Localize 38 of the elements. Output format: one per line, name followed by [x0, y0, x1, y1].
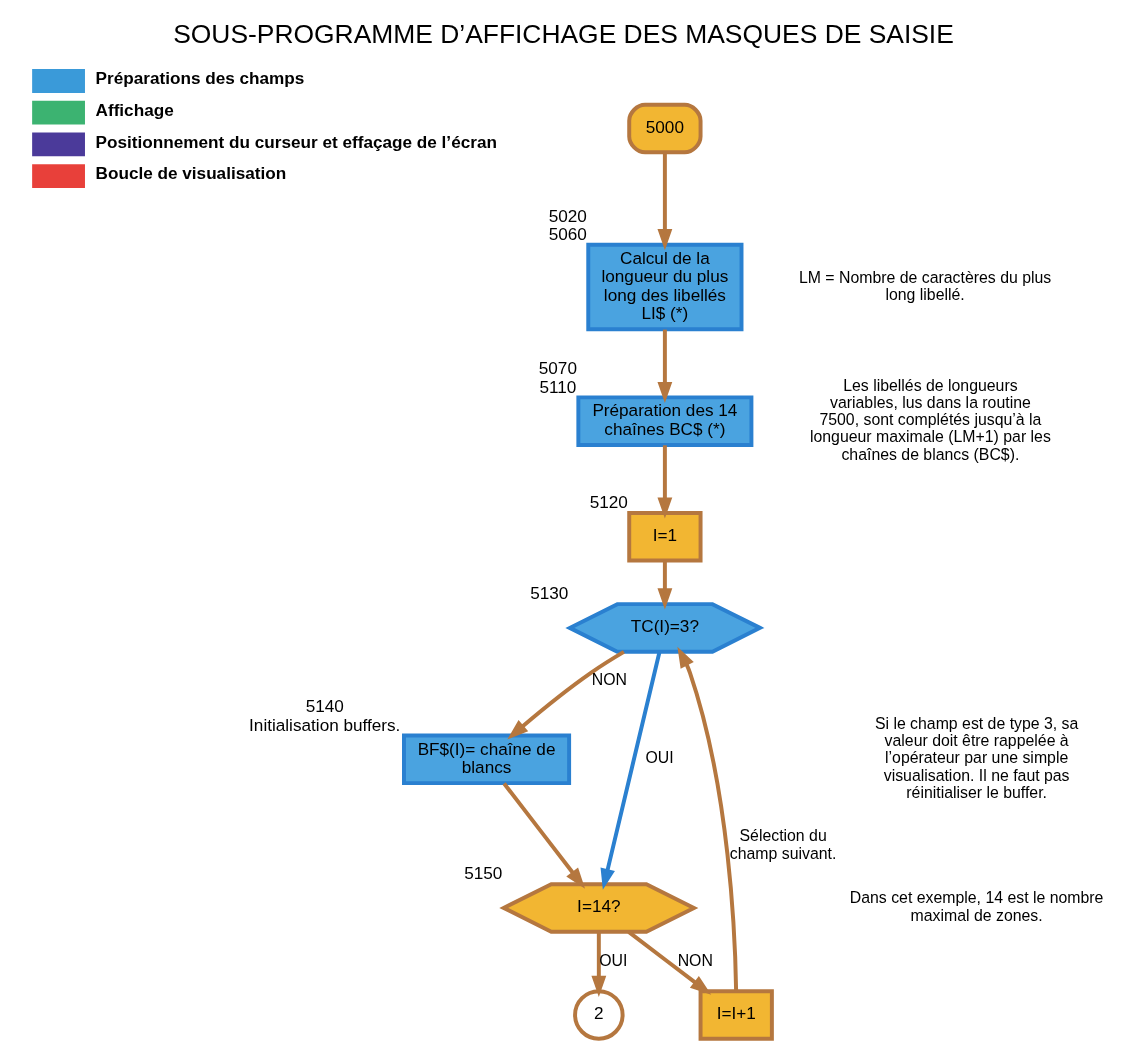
label: Dans cet exemple, 14 est le nombre maximal de zones.: [849, 888, 1104, 924]
arrow: [502, 781, 586, 889]
node-label: Initialisation buffers.: [249, 714, 401, 735]
node-label: 5150: [464, 862, 503, 883]
arrow: [657, 444, 673, 519]
legend-label: Affichage: [95, 99, 174, 120]
arrow: [657, 152, 673, 250]
node-box: Préparation des 14 chaînes BC$ (*): [576, 394, 754, 447]
edge-label: Sélection du champ suivant.: [729, 826, 837, 862]
node-label: 5110: [539, 376, 577, 397]
label: Les libellés de longueurs variables, lus dans la routine 7500, sont complétés jusqu’à la longueur maximale (LM+1) par les chaînes de blancs (BC$).: [809, 376, 1051, 463]
node-circle: 2: [573, 988, 625, 1041]
node-label: 5120: [589, 491, 628, 512]
legend-label: Préparations des champs: [95, 67, 305, 88]
node-label: 5130: [530, 582, 569, 603]
arrow: [657, 329, 673, 403]
diagram-title: SOUS-PROGRAMME D’AFFICHAGE DES MASQUES DE SAISIE: [173, 18, 954, 49]
node-box: BF$(I)= chaîne de blancs: [402, 733, 572, 785]
legend-label: Positionnement du curseur et effaçage de l’écran: [95, 131, 497, 152]
edge-label: OUI: [645, 748, 674, 766]
node-label: 5140: [305, 695, 344, 716]
arrow: [677, 646, 739, 991]
edge-label: NON: [677, 951, 713, 969]
edge-label: NON: [591, 670, 628, 688]
node-label: 5060: [548, 223, 587, 244]
node-box: Calcul de la longueur du plus long des libellés LI$ (*): [586, 242, 744, 331]
label: Si le champ est de type 3, sa valeur doit être rappelée à l’opérateur par une simple visualisation. Il ne faut pas réinitialiser le buffer.: [874, 714, 1079, 801]
arrow: [600, 650, 662, 890]
label: LM = Nombre de caractères du plus long libellé.: [798, 268, 1052, 303]
node-box: I=1: [627, 510, 703, 562]
arrow: [657, 560, 673, 610]
node-label: 5020: [548, 205, 587, 226]
legend-label: Boucle de visualisation: [95, 162, 287, 183]
arrow: [591, 931, 607, 997]
arrow: [507, 649, 625, 739]
node-box: 5000: [627, 102, 703, 154]
node-box: I=I+1: [698, 988, 774, 1041]
node-label: 5070: [538, 357, 577, 378]
